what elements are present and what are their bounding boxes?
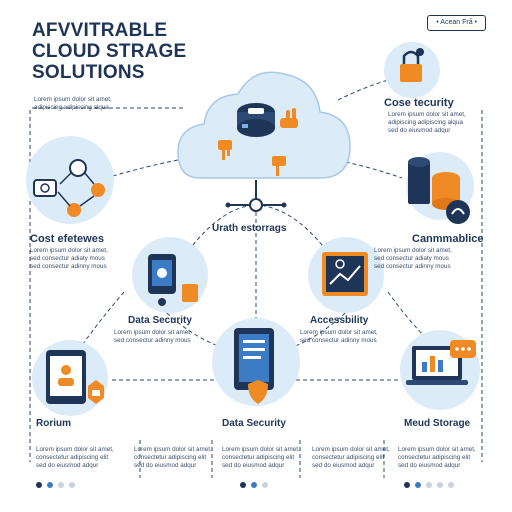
- cost-security-icon: [384, 42, 440, 98]
- data-security-phone-icon: [132, 237, 208, 313]
- footer-3-line-3: sed do eiusmod adqur: [222, 462, 285, 469]
- server-icon: [237, 103, 275, 137]
- laptop-analytics-icon: [400, 330, 480, 410]
- footer-column-4: Lorem ipsum dolor sit amet, consectetur …: [312, 446, 390, 470]
- cannmablice-description: Lorem ipsum dolor sit amet, sed consectu…: [374, 247, 452, 271]
- footer-3-line-2: consectetur adipiscing elit: [222, 454, 295, 461]
- accessibility-line-2: sed consectur adinny mous: [300, 337, 377, 344]
- dot-active[interactable]: [404, 482, 410, 488]
- cannmablice-line-2: sed consectur adiaty mous: [374, 255, 449, 262]
- rorium-label: Rorium: [36, 418, 71, 429]
- central-storage-label: Urath estorrags: [212, 223, 287, 234]
- cost-effectives-line-1: Lorem ipsum dolor sit amet,: [30, 247, 108, 254]
- data-security-center-label: Data Security: [222, 418, 286, 429]
- footer-3-line-1: Lorem ipsum dolor sit amet,: [222, 446, 300, 453]
- data-security-left-line-1: Lorem ipsum dolor sit amet,: [114, 329, 192, 336]
- dot-active[interactable]: [36, 482, 42, 488]
- page-title: AFVVITRABLE CLOUD STRAGE SOLUTIONS: [32, 20, 186, 83]
- title-line-2: CLOUD STRAGE: [32, 41, 187, 62]
- cost-security-line-3: sed do eiusmod adqur: [388, 127, 451, 134]
- data-drip-icon: [218, 140, 286, 176]
- footer-5-line-3: sed do eiusmod adqur: [398, 462, 461, 469]
- cost-security-line-1: Lorem ipsum dolor sit amet,: [388, 111, 466, 118]
- accessibility-chart-icon: [308, 237, 384, 313]
- profile-tablet-icon: [32, 340, 108, 416]
- footer-column-1: Lorem ipsum dolor sit amet, consectetur …: [36, 446, 114, 470]
- footer-column-5: Lorem ipsum dolor sit amet, consectetur …: [398, 446, 476, 470]
- accessibility-label: Accessbility: [310, 315, 369, 326]
- dot-active[interactable]: [240, 482, 246, 488]
- intro-description: Lorem ipsum dolor sit amet, adipiscing a…: [34, 96, 112, 112]
- intro-line-1: Lorem ipsum dolor sit amet,: [34, 96, 112, 103]
- database-icon: [406, 152, 474, 224]
- footer-4-line-3: sed do eiusmod adqur: [312, 462, 375, 469]
- dots-group-3: [404, 482, 454, 488]
- header-badge: • Acean Frå •: [427, 15, 486, 31]
- cost-effectives-line-2: sed consectur adiaty mous: [30, 255, 105, 262]
- cost-security-label: Cose tecurity: [384, 97, 454, 109]
- mead-storage-label: Meud Storage: [404, 418, 471, 429]
- dot[interactable]: [262, 482, 268, 488]
- title-line-1: AFVVITRABLE: [32, 20, 168, 41]
- footer-1-line-3: sed do eiusmod adqur: [36, 462, 99, 469]
- cannmablice-line-3: sed consectur adinny mous: [374, 263, 451, 270]
- footer-5-line-2: consectetur adipiscing elit: [398, 454, 471, 461]
- dot[interactable]: [437, 482, 443, 488]
- cost-effectives-icon: [26, 136, 114, 224]
- data-security-left-label: Data Security: [128, 315, 192, 326]
- footer-4-line-2: consectetur adipiscing elit: [312, 454, 385, 461]
- hand-icon: [280, 108, 298, 128]
- cost-effectives-label: Cost efetewes: [30, 233, 104, 245]
- dot[interactable]: [69, 482, 75, 488]
- dot[interactable]: [415, 482, 421, 488]
- cost-effectives-line-3: sed consectur adinny mous: [30, 263, 107, 270]
- footer-2-line-3: sed do eiusmod adqur: [134, 462, 197, 469]
- footer-column-2: Lorem ipsum dolor sit amet, consectetur …: [134, 446, 212, 470]
- data-security-left-description: Lorem ipsum dolor sit amet, sed consectu…: [114, 329, 192, 345]
- cannmablice-label: Canmmablice: [412, 233, 484, 245]
- title-line-3: SOLUTIONS: [32, 62, 145, 83]
- cost-effectives-description: Lorem ipsum dolor sit amet, sed consectu…: [30, 247, 108, 271]
- dots-group-2: [240, 482, 268, 488]
- network-hub-icon: [225, 180, 287, 212]
- footer-column-3: Lorem ipsum dolor sit amet, consectetur …: [222, 446, 300, 470]
- dots-group-1: [36, 482, 75, 488]
- cost-security-description: Lorem ipsum dolor sit amet, adipiscing a…: [388, 111, 466, 135]
- dot[interactable]: [448, 482, 454, 488]
- dot[interactable]: [251, 482, 257, 488]
- shield-tablet-icon: [212, 318, 300, 406]
- accessibility-line-1: Lorem ipsum dolor sit amet,: [300, 329, 378, 336]
- accessibility-description: Lorem ipsum dolor sit amet, sed consectu…: [300, 329, 378, 345]
- footer-2-line-1: Lorem ipsum dolor sit amet,: [134, 446, 212, 453]
- footer-1-line-1: Lorem ipsum dolor sit amet,: [36, 446, 114, 453]
- cost-security-line-2: adipiscing adipiscing alqua: [388, 119, 463, 126]
- footer-1-line-2: consectetur adipiscing elit: [36, 454, 109, 461]
- dot[interactable]: [47, 482, 53, 488]
- dot[interactable]: [426, 482, 432, 488]
- data-security-left-line-2: sed consectur adinny mous: [114, 337, 191, 344]
- cannmablice-line-1: Lorem ipsum dolor sit amet,: [374, 247, 452, 254]
- footer-5-line-1: Lorem ipsum dolor sit amet,: [398, 446, 476, 453]
- footer-4-line-1: Lorem ipsum dolor sit amet,: [312, 446, 390, 453]
- dot[interactable]: [58, 482, 64, 488]
- intro-line-2: adipiscing adipiscing alqua: [34, 104, 109, 111]
- footer-2-line-2: consectetur adipiscing elit: [134, 454, 207, 461]
